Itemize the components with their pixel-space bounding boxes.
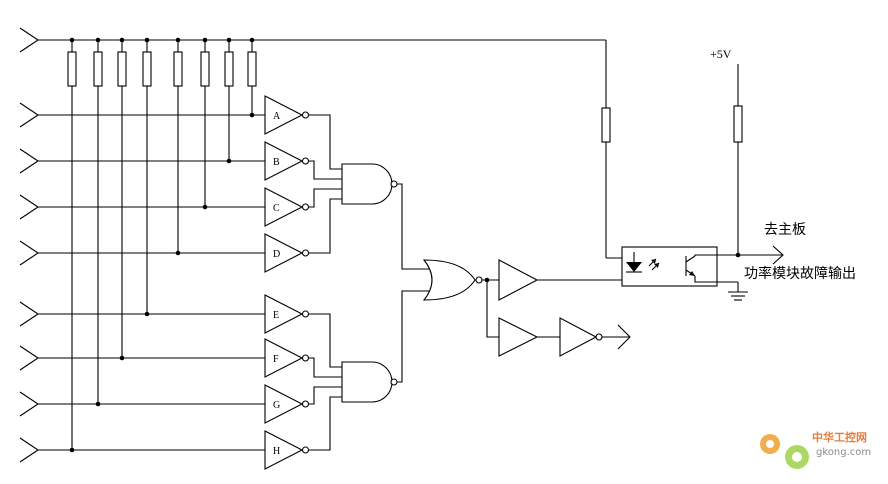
inverter-label: E: [273, 310, 279, 321]
inverter-bubble: [301, 400, 310, 408]
inverter-label: B: [273, 157, 280, 168]
nand-gate-lower: [341, 361, 398, 403]
nor-output-wiring: [482, 277, 499, 338]
inverter-body: [264, 294, 304, 334]
inverter-g: G: [264, 384, 310, 424]
input-arrow: [19, 437, 39, 463]
inverter-body: [264, 187, 304, 227]
input-arrow: [19, 391, 39, 417]
inverter-label: C: [273, 203, 280, 214]
nand-input-wiring: [309, 114, 342, 451]
input-bus-lines: [67, 37, 257, 453]
inverter-body: [264, 430, 304, 470]
inverter-body: [264, 141, 304, 181]
inverter-bubble: [301, 354, 310, 362]
inverter-bubble: [301, 446, 310, 454]
inverter-body: [264, 95, 304, 135]
inverter-label: A: [273, 111, 281, 122]
inverter-bubble: [301, 157, 310, 165]
led-series-resistor: [601, 107, 634, 259]
top-rail: [19, 27, 607, 108]
pullup-resistor: [224, 51, 234, 87]
supply-pullup: +5V: [710, 47, 784, 265]
inverter-e: E: [264, 294, 310, 334]
output-inverter: [559, 317, 631, 357]
nor-input-wiring: [397, 183, 430, 383]
inverter-bubble: [301, 249, 310, 257]
inverter-bubble: [301, 203, 310, 211]
inverter-h: H: [264, 430, 310, 470]
inverter-body: [264, 384, 304, 424]
inverter-bank: A B C D E F G H: [264, 95, 310, 470]
inverter-c: C: [264, 187, 310, 227]
inverter-f: F: [264, 338, 310, 378]
input-arrow: [19, 345, 39, 371]
watermark-site: gkong.com: [816, 447, 871, 458]
pullup-resistor: [93, 51, 103, 87]
pullup-resistor: [173, 51, 183, 87]
input-lines: [19, 102, 265, 463]
gear-logo-icon: [760, 434, 809, 469]
inverter-a: A: [264, 95, 310, 135]
pullup-resistor: [200, 51, 210, 87]
pullup-resistor: [67, 51, 77, 87]
input-arrow: [19, 102, 39, 128]
inverter-d: D: [264, 233, 310, 273]
inverter-label: D: [273, 249, 280, 260]
pullup-resistor: [117, 51, 127, 87]
output-fault-label: 功率模块故障输出: [744, 265, 856, 282]
inverter-bubble: [301, 111, 310, 119]
buffer-upper: [498, 259, 622, 301]
optocoupler: [621, 246, 738, 287]
inverter-body: [264, 233, 304, 273]
nor-gate: [422, 259, 483, 301]
inverter-bubble: [301, 310, 310, 318]
inverter-label: H: [273, 446, 280, 457]
ground-icon: [728, 282, 748, 301]
buffer-lower: [498, 317, 560, 357]
input-arrow: [19, 240, 39, 266]
inverter-label: F: [273, 354, 279, 365]
watermark: 中华工控网 gkong.com: [760, 430, 871, 469]
pullup-resistor: [142, 51, 152, 87]
output-main-label: 去主板: [764, 222, 806, 238]
input-arrow: [19, 301, 39, 327]
inverter-body: [264, 338, 304, 378]
pullup-resistor: [247, 51, 257, 87]
input-arrow: [19, 194, 39, 220]
inverter-label: G: [273, 400, 280, 411]
supply-label: +5V: [710, 47, 732, 61]
watermark-brand: 中华工控网: [812, 430, 867, 444]
nand-gate-upper: [341, 163, 398, 205]
inverter-b: B: [264, 141, 310, 181]
input-arrow: [19, 148, 39, 174]
